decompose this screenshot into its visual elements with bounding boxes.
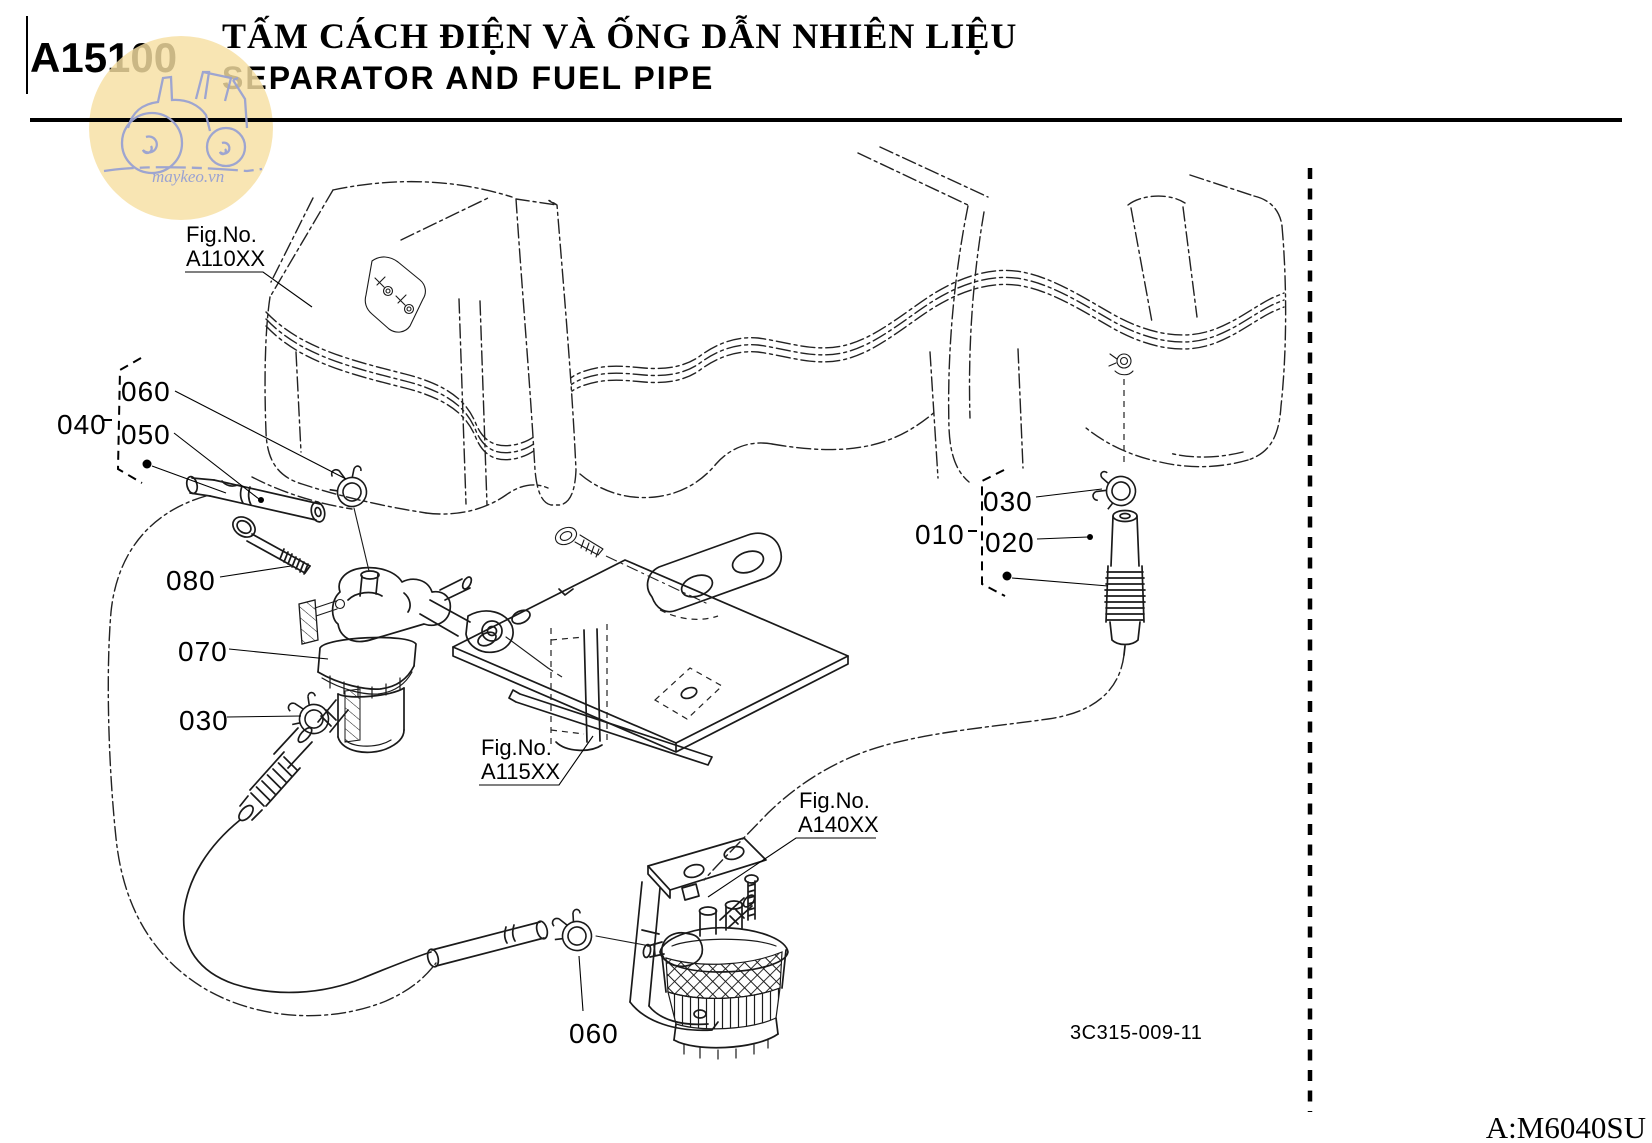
callout-040: 040 — [57, 409, 107, 440]
callout-070: 070 — [178, 636, 228, 667]
water-separator-assembly — [629, 837, 789, 1060]
screw-icon — [395, 294, 415, 315]
figref-a110-line1: Fig.No. — [186, 222, 257, 247]
callout-080: 080 — [166, 565, 216, 596]
hose-clamp-icon — [545, 905, 598, 960]
figref-a110-line2: A110XX — [186, 246, 265, 271]
separator-ribbed-bowl — [667, 987, 781, 1030]
hose-clamp-icon — [1089, 469, 1140, 516]
fuel-hose-loop — [107, 495, 437, 1017]
fuel-tank-outline — [251, 146, 1287, 515]
figref-a140-line2: A140XX — [798, 812, 879, 837]
callout-060-bottom: 060 — [569, 1018, 619, 1049]
figref-a140-line1: Fig.No. — [799, 788, 870, 813]
callout-leaders — [103, 357, 1109, 1012]
page-title-vietnamese: TẤM CÁCH ĐIỆN VÀ ỐNG DẪN NHIÊN LIỆU — [222, 15, 1017, 56]
figref-a115-line2: A115XX — [481, 759, 560, 784]
callout-020: 020 — [985, 527, 1035, 558]
logo-text: maykeo.vn — [152, 167, 224, 186]
drain-hose-group — [238, 688, 336, 822]
separator-band-hatch — [665, 951, 783, 999]
screw-icon — [374, 276, 394, 297]
filter-mount-bolt — [232, 516, 311, 575]
hose-clamp-icon — [324, 462, 371, 513]
callout-030-right: 030 — [983, 486, 1033, 517]
bowl-hatch — [344, 688, 361, 743]
header-rule — [30, 118, 1622, 122]
tractor-sketch-icon — [103, 70, 263, 175]
fuel-pipe-right-group — [703, 469, 1146, 881]
tank-screw-plate — [364, 256, 426, 333]
callout-labels: 040 060 050 080 070 030 060 010 030 020 — [57, 376, 1035, 1049]
page-title-english: SEPARATOR AND FUEL PIPE — [222, 60, 714, 96]
drawing-number: 3C315-009-11 — [1070, 1022, 1202, 1044]
callout-050: 050 — [121, 419, 171, 450]
tank-outlet-fitting — [1108, 353, 1134, 463]
fuel-pipe-upper-group — [185, 462, 371, 575]
logo-circle — [89, 36, 273, 220]
mounting-plate-assembly — [452, 526, 849, 766]
maykeo-watermark-logo — [89, 36, 273, 220]
model-code: A:M6040SU — [1486, 1110, 1646, 1143]
callout-030-left: 030 — [179, 705, 229, 736]
figure-references: Fig.No. A110XX Fig.No. A115XX Fig.No. A1… — [185, 222, 879, 898]
fuel-filter-assembly — [298, 566, 514, 754]
callout-060-top: 060 — [121, 376, 171, 407]
figref-a115-line1: Fig.No. — [481, 735, 552, 760]
plate-bolt — [554, 526, 604, 558]
callout-010: 010 — [915, 519, 965, 550]
filter-shutoff-lever — [298, 598, 346, 645]
fuel-hose-lower-group — [426, 905, 651, 968]
